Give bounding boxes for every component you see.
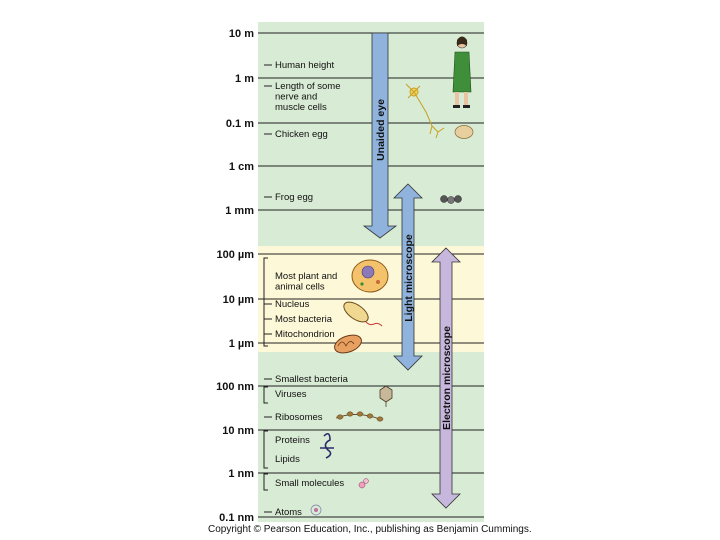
item-label: Mitochondrion — [275, 329, 335, 340]
atom-image — [310, 504, 322, 516]
item-label-line: Atoms — [275, 507, 302, 518]
ribosomes-image — [335, 411, 384, 422]
item-label: Smallest bacteria — [275, 374, 349, 385]
item-label: Lipids — [275, 454, 300, 465]
item-label: Proteins — [275, 435, 310, 446]
bacterium-image — [343, 301, 383, 327]
item-label-line: Frog egg — [275, 192, 313, 203]
item-label-line: animal cells — [275, 282, 325, 293]
item-label-line: Proteins — [275, 435, 310, 446]
item-label-line: Small molecules — [275, 478, 344, 489]
scale-mark-label: 1 m — [235, 73, 254, 85]
item-label-line: Chicken egg — [275, 129, 328, 140]
item-label: Atoms — [275, 507, 302, 518]
item-label-line: muscle cells — [275, 102, 327, 113]
unaided-eye-label: Unaided eye — [375, 99, 387, 161]
item-label-line: Smallest bacteria — [275, 374, 349, 385]
scale-mark-label: 1 µm — [229, 338, 255, 350]
item-label: Ribosomes — [275, 412, 323, 423]
item-label-line: Human height — [275, 60, 335, 71]
scale-lines — [258, 32, 484, 518]
scale-mark-label: 100 µm — [216, 249, 254, 261]
scale-mark-label: 100 nm — [216, 381, 254, 393]
scale-mark-label: 10 m — [229, 28, 254, 40]
item-label: Human height — [275, 60, 335, 71]
scale-mark-label: 10 nm — [222, 425, 254, 437]
item-label-line: Most bacteria — [275, 314, 333, 325]
nerve-cell-image — [405, 83, 445, 139]
human-figure-image — [452, 36, 472, 108]
small-molecule-image — [358, 478, 369, 489]
item-label-line: nerve and — [275, 92, 317, 103]
item-label-line: Viruses — [275, 389, 307, 400]
scale-mark-label: 1 nm — [228, 468, 254, 480]
item-label-line: Nucleus — [275, 299, 310, 310]
frog-eggs-image — [440, 195, 462, 204]
item-label: Frog egg — [275, 192, 313, 203]
scale-mark-label: 1 mm — [225, 205, 254, 217]
electron-microscope-label: Electron microscope — [441, 326, 453, 430]
item-label: Viruses — [275, 389, 307, 400]
item-label: Nucleus — [275, 299, 310, 310]
scale-mark-label: 10 µm — [223, 294, 255, 306]
mitochondrion-image — [334, 334, 362, 354]
copyright-text: Copyright © Pearson Education, Inc., pub… — [208, 524, 532, 535]
item-label: Chicken egg — [275, 129, 328, 140]
animal-cell-image — [351, 259, 389, 293]
scale-mark-label: 0.1 m — [226, 118, 254, 130]
item-label-line: Ribosomes — [275, 412, 323, 423]
item-ticks — [264, 64, 272, 513]
virus-image — [379, 385, 393, 407]
item-label-line: Mitochondrion — [275, 329, 335, 340]
item-label: Most bacteria — [275, 314, 333, 325]
scale-labels: 10 m 1 m 0.1 m 1 cm 1 mm 100 µm 10 µm 1 µm 100 n… — [216, 28, 254, 524]
light-microscope-label: Light microscope — [403, 234, 415, 322]
light-microscope-arrow: Light microscope — [393, 183, 423, 371]
chicken-egg-image — [454, 125, 474, 139]
item-label: Small molecules — [275, 478, 344, 489]
unaided-eye-arrow: Unaided eye — [362, 32, 398, 239]
item-label-line: Most plant and — [275, 271, 337, 282]
item-label-line: Length of some — [275, 81, 341, 92]
green-band-top — [258, 22, 484, 246]
scale-mark-label: 1 cm — [229, 161, 254, 173]
scale-mark-label: 0.1 nm — [219, 512, 254, 524]
protein-image — [320, 432, 334, 459]
item-brackets — [263, 257, 268, 491]
item-label-line: Lipids — [275, 454, 300, 465]
electron-microscope-arrow: Electron microscope — [431, 247, 461, 509]
